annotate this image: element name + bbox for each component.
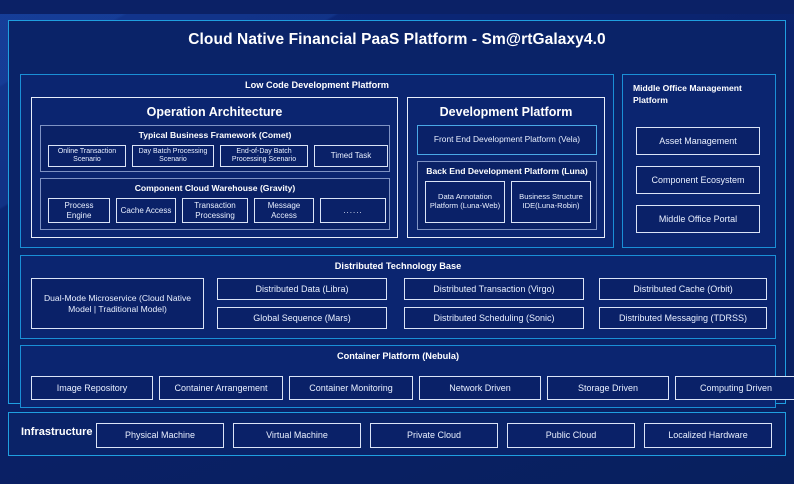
group-typical-business-framework: Typical Business Framework (Comet) Onlin… xyxy=(40,125,390,172)
low-code-section-title: Low Code Development Platform xyxy=(245,80,389,90)
item-distributed-cache[interactable]: Distributed Cache (Orbit) xyxy=(599,278,767,300)
item-cache-access[interactable]: Cache Access xyxy=(116,198,176,223)
item-more-ellipsis[interactable]: ...... xyxy=(320,198,386,223)
group-back-end-development-platform: Back End Development Platform (Luna) Dat… xyxy=(417,161,597,230)
top-band xyxy=(0,0,794,14)
distributed-technology-base-title: Distributed Technology Base xyxy=(334,261,462,271)
item-timed-task[interactable]: Timed Task xyxy=(314,145,388,167)
item-dual-mode-microservice[interactable]: Dual-Mode Microservice (Cloud Native Mod… xyxy=(31,278,204,329)
item-message-access[interactable]: Message Access xyxy=(254,198,314,223)
item-process-engine[interactable]: Process Engine xyxy=(48,198,110,223)
infrastructure-label: Infrastructure xyxy=(21,426,93,438)
item-transaction-processing[interactable]: Transaction Processing xyxy=(182,198,248,223)
development-platform-title: Development Platform xyxy=(439,105,573,119)
item-online-transaction-scenario[interactable]: Online Transaction Scenario xyxy=(48,145,126,167)
group-gravity-title: Component Cloud Warehouse (Gravity) xyxy=(134,183,296,193)
item-day-batch-processing-scenario[interactable]: Day Batch Processing Scenario xyxy=(132,145,214,167)
item-distributed-scheduling[interactable]: Distributed Scheduling (Sonic) xyxy=(404,307,584,329)
item-distributed-messaging[interactable]: Distributed Messaging (TDRSS) xyxy=(599,307,767,329)
group-luna-title: Back End Development Platform (Luna) xyxy=(426,166,588,176)
item-global-sequence[interactable]: Global Sequence (Mars) xyxy=(217,307,387,329)
section-container-platform: Container Platform (Nebula) Image Reposi… xyxy=(20,345,794,408)
item-network-driven[interactable]: Network Driven xyxy=(419,376,541,400)
container-platform-title: Container Platform (Nebula) xyxy=(337,351,459,361)
item-private-cloud[interactable]: Private Cloud xyxy=(370,423,498,448)
section-distributed-technology-base: Distributed Technology Base Dual-Mode Mi… xyxy=(20,255,776,339)
item-business-structure-ide[interactable]: Business Structure IDE(Luna-Robin) xyxy=(511,181,591,223)
item-computing-driven[interactable]: Computing Driven xyxy=(675,376,794,400)
item-image-repository[interactable]: Image Repository xyxy=(31,376,153,400)
item-container-monitoring[interactable]: Container Monitoring xyxy=(289,376,413,400)
item-container-arrangement[interactable]: Container Arrangement xyxy=(159,376,283,400)
group-comet-title: Typical Business Framework (Comet) xyxy=(138,130,292,140)
platform-main-frame: Cloud Native Financial PaaS Platform - S… xyxy=(8,20,794,408)
item-storage-driven[interactable]: Storage Driven xyxy=(547,376,669,400)
item-data-annotation-platform[interactable]: Data Annotation Platform (Luna-Web) xyxy=(425,181,505,223)
card-operation-architecture: Operation Architecture Typical Business … xyxy=(31,97,398,238)
section-middle-office-management-platform: Middle Office Management Platform Asset … xyxy=(622,74,776,248)
page-title: Cloud Native Financial PaaS Platform - S… xyxy=(188,31,606,48)
item-asset-management[interactable]: Asset Management xyxy=(636,127,760,155)
section-infrastructure: Infrastructure Physical Machine Virtual … xyxy=(8,412,786,456)
card-development-platform: Development Platform Front End Developme… xyxy=(407,97,605,238)
item-end-of-day-batch-processing-scenario[interactable]: End-of-Day Batch Processing Scenario xyxy=(220,145,308,167)
middle-office-title: Middle Office Management Platform xyxy=(633,83,742,105)
item-localized-hardware[interactable]: Localized Hardware xyxy=(644,423,772,448)
item-distributed-transaction[interactable]: Distributed Transaction (Virgo) xyxy=(404,278,584,300)
item-virtual-machine[interactable]: Virtual Machine xyxy=(233,423,361,448)
item-component-ecosystem[interactable]: Component Ecosystem xyxy=(636,166,760,194)
item-physical-machine[interactable]: Physical Machine xyxy=(96,423,224,448)
section-low-code-development-platform: Low Code Development Platform Operation … xyxy=(20,74,614,248)
item-distributed-data[interactable]: Distributed Data (Libra) xyxy=(217,278,387,300)
operation-architecture-title: Operation Architecture xyxy=(146,105,283,119)
item-public-cloud[interactable]: Public Cloud xyxy=(507,423,635,448)
group-component-cloud-warehouse: Component Cloud Warehouse (Gravity) Proc… xyxy=(40,178,390,230)
item-front-end-development-platform[interactable]: Front End Development Platform (Vela) xyxy=(417,125,597,155)
item-middle-office-portal[interactable]: Middle Office Portal xyxy=(636,205,760,233)
